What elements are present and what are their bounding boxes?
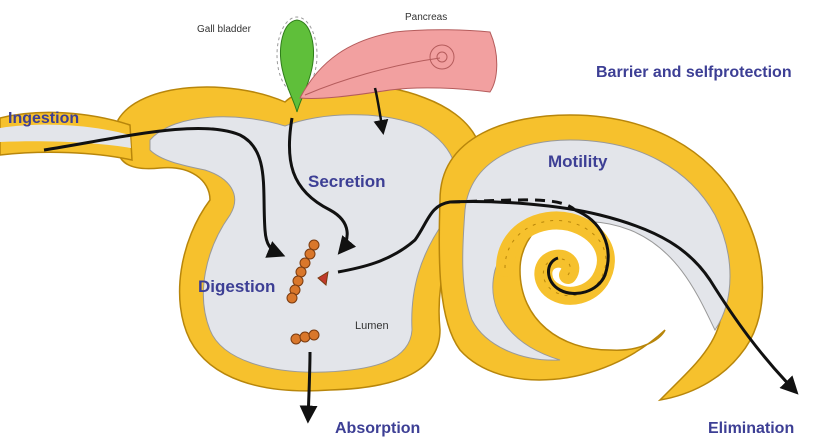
gall-bladder-label: Gall bladder xyxy=(197,24,251,35)
pancreas-organ xyxy=(300,30,497,99)
barrier-label: Barrier and selfprotection xyxy=(596,64,792,82)
motility-label: Motility xyxy=(548,152,608,172)
secretion-label: Secretion xyxy=(308,172,385,192)
absorption-label: Absorption xyxy=(335,420,420,438)
digestion-label: Digestion xyxy=(198,277,275,297)
stomach-chamber xyxy=(0,84,482,391)
pancreas-label: Pancreas xyxy=(405,12,447,23)
lumen-label: Lumen xyxy=(355,320,389,332)
pancreas xyxy=(300,30,497,99)
ingestion-label: Ingestion xyxy=(8,110,79,128)
elimination-label: Elimination xyxy=(708,420,794,438)
